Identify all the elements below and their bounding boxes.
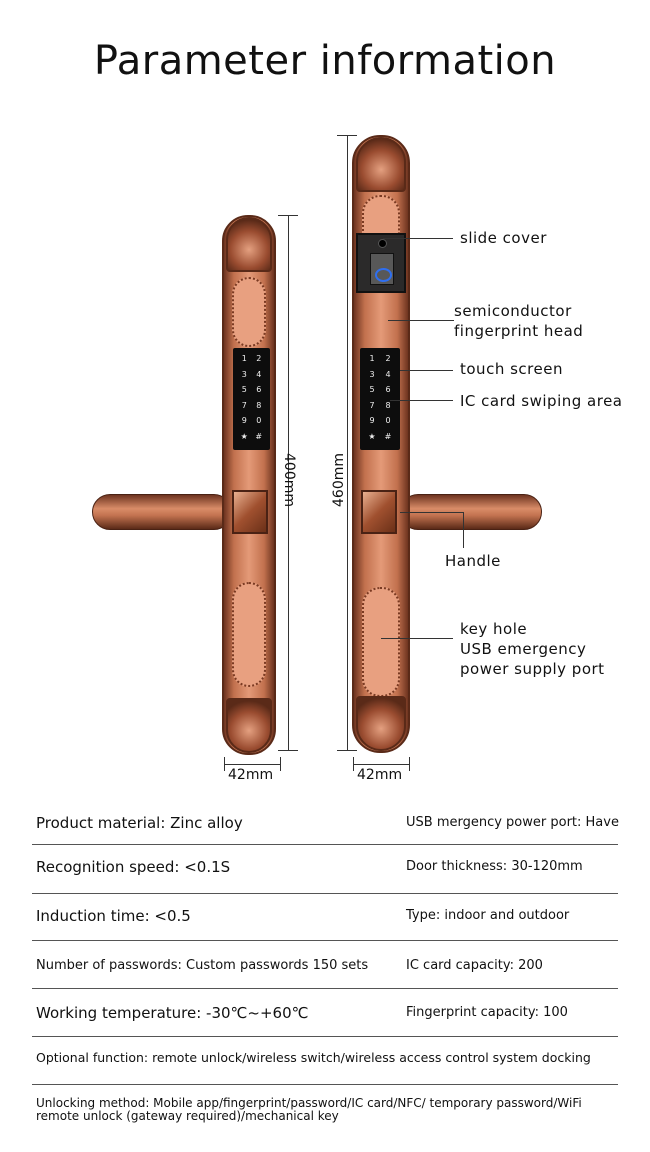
callout-line (463, 512, 464, 548)
dim-line-left-width (224, 764, 280, 765)
key: 7 (241, 400, 247, 410)
left-lock-plate (222, 215, 276, 755)
dim-tick (280, 757, 281, 771)
key: 9 (241, 416, 247, 425)
left-rosette (232, 490, 268, 534)
callout-fingerprint-1: semiconductor (454, 302, 572, 320)
divider (32, 1084, 618, 1085)
key: 1 (241, 354, 247, 363)
spec-induction-time: Induction time: <0.5 (36, 907, 191, 925)
left-width-label: 42mm (228, 767, 274, 783)
right-width-label: 42mm (357, 767, 403, 783)
callout-keyhole-1: key hole (460, 620, 528, 638)
dim-tick (278, 215, 298, 216)
dim-line-left-height (288, 215, 289, 750)
callout-ic-card: IC card swiping area (460, 392, 623, 410)
callout-keyhole-3: power supply port (460, 660, 605, 678)
callout-slide-cover: slide cover (460, 229, 547, 247)
divider (32, 1036, 618, 1037)
dim-tick (337, 135, 357, 136)
dim-line-right-height (347, 135, 348, 750)
spec-unlocking-method-2: remote unlock (gateway required)/mechani… (36, 1109, 339, 1123)
dim-tick (337, 750, 357, 751)
key: 0 (256, 416, 262, 425)
key: # (255, 431, 263, 441)
key: 9 (369, 416, 375, 425)
fingerprint-ring-icon (375, 268, 392, 282)
divider (32, 988, 618, 989)
divider (32, 893, 618, 894)
callout-keyhole-2: USB emergency (460, 640, 587, 658)
spec-recognition-speed: Recognition speed: <0.1S (36, 858, 231, 876)
key: 2 (256, 354, 262, 363)
key: 7 (369, 400, 375, 410)
key: # (384, 431, 392, 441)
spec-material: Product material: Zinc alloy (36, 814, 243, 832)
key: ★ (368, 431, 376, 441)
upper-panel (232, 277, 266, 347)
callout-line (383, 238, 453, 239)
key: 6 (385, 385, 391, 394)
callout-handle: Handle (445, 552, 501, 570)
spec-door-thickness: Door thickness: 30-120mm (406, 859, 583, 874)
dim-tick (224, 757, 225, 771)
callout-line (390, 400, 453, 401)
bottom-ornament (356, 696, 406, 751)
bottom-ornament (226, 698, 272, 753)
key: 5 (241, 385, 247, 394)
spec-usb-port: USB mergency power port: Have (406, 815, 619, 830)
key: 0 (385, 416, 391, 425)
page-title: Parameter information (93, 38, 557, 84)
dim-tick (353, 757, 354, 771)
left-handle (92, 494, 232, 530)
key: 2 (385, 354, 391, 363)
dim-tick (409, 757, 410, 771)
key: 5 (369, 385, 375, 394)
callout-touch-screen: touch screen (460, 360, 563, 378)
spec-type: Type: indoor and outdoor (406, 908, 570, 923)
spec-optional-function: Optional function: remote unlock/wireles… (36, 1050, 591, 1065)
key: 3 (241, 369, 247, 379)
spec-passwords: Number of passwords: Custom passwords 15… (36, 958, 369, 973)
callout-line (381, 638, 453, 639)
key: 3 (369, 369, 375, 379)
callout-line (400, 370, 453, 371)
key: 4 (385, 369, 391, 379)
callout-line (388, 320, 454, 321)
callout-line (400, 512, 464, 513)
divider (32, 844, 618, 845)
right-height-label: 460mm (331, 453, 347, 507)
top-ornament (226, 217, 272, 272)
dim-line-right-width (353, 764, 409, 765)
key: 8 (385, 400, 391, 410)
spec-fingerprint-capacity: Fingerprint capacity: 100 (406, 1005, 568, 1020)
key: 1 (369, 354, 375, 363)
spec-unlocking-method-1: Unlocking method: Mobile app/fingerprint… (36, 1096, 582, 1110)
callout-fingerprint-2: fingerprint head (454, 322, 584, 340)
lower-panel (362, 587, 400, 697)
dim-tick (278, 750, 298, 751)
divider (32, 940, 618, 941)
camera-icon (378, 239, 387, 248)
spec-temperature: Working temperature: -30℃~+60℃ (36, 1004, 309, 1022)
key: 8 (256, 400, 262, 410)
left-height-label: 400mm (281, 453, 297, 507)
fingerprint-module (356, 233, 406, 293)
lower-panel (232, 582, 266, 687)
fingerprint-sensor (370, 253, 394, 285)
key: 6 (256, 385, 262, 394)
key: 4 (256, 369, 262, 379)
right-rosette (361, 490, 397, 534)
spec-ic-capacity: IC card capacity: 200 (406, 958, 543, 973)
key: ★ (240, 431, 248, 441)
top-ornament (356, 137, 406, 192)
